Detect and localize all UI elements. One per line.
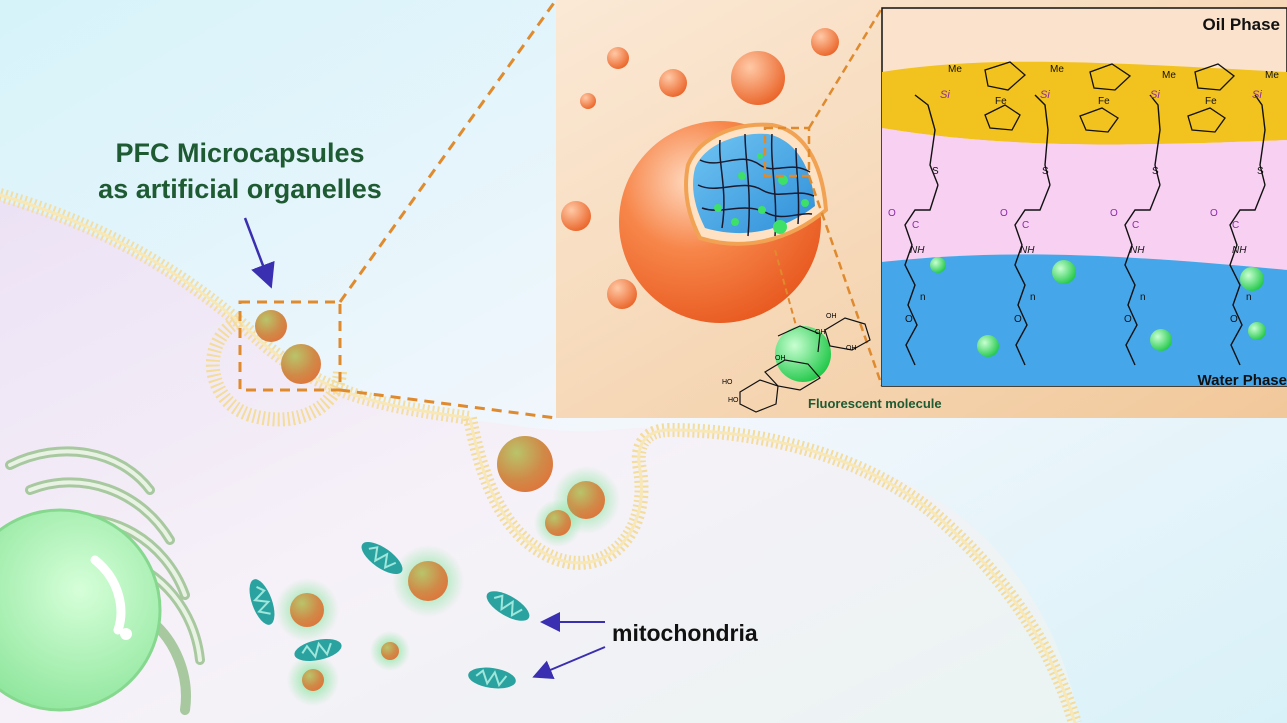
svg-text:O: O [1210,208,1218,219]
svg-text:C: C [1232,220,1239,231]
svg-text:n: n [920,292,926,303]
svg-text:OH: OH [775,355,786,362]
svg-text:NH: NH [1130,245,1145,256]
zoom-line-bottom [339,388,557,420]
svg-text:O: O [888,208,896,219]
zoom-line-top [338,0,558,303]
glowing-microcapsule [302,669,324,691]
pointer-arrow [243,217,275,289]
svg-text:NH: NH [1232,245,1247,256]
svg-text:Fe: Fe [1205,96,1217,107]
svg-text:S: S [932,166,939,177]
svg-text:Me: Me [948,64,962,75]
svg-text:O: O [1110,208,1118,219]
floating-capsules [561,28,839,309]
svg-text:O: O [905,314,913,325]
glowing-microcapsule [545,510,571,536]
svg-text:C: C [912,220,919,231]
ferrocene-units [984,61,1235,133]
mitochondrion [249,579,275,625]
fluorescent-dots [930,257,1266,357]
membrane-pocket-left [205,313,347,427]
svg-text:OH: OH [826,313,837,320]
microcapsule [281,344,321,384]
svg-text:Si: Si [1040,89,1050,101]
linker-band [882,128,1287,270]
mitochondrion [361,541,403,575]
svg-text:O: O [1014,314,1022,325]
fluorescent-molecule: OH OH OH HO HO OH [722,313,871,413]
shell-layer-panel: Me Me Me Me Si Si Si Si Fe Fe Fe S S S S… [881,7,1287,389]
svg-text:S: S [1152,166,1159,177]
svg-text:Me: Me [1162,70,1176,81]
svg-text:HO: HO [728,397,739,404]
title-line-1: PFC Microcapsules [115,138,364,168]
svg-text:HO: HO [722,379,733,386]
pointer-arrow [532,646,606,680]
svg-text:O: O [1230,314,1238,325]
svg-text:OH: OH [846,345,857,352]
svg-text:Fe: Fe [1098,96,1110,107]
svg-text:C: C [1022,220,1029,231]
svg-text:S: S [1257,166,1264,177]
svg-text:Me: Me [1265,70,1279,81]
svg-text:Si: Si [1252,89,1262,101]
mitochondrion [486,591,530,621]
svg-text:n: n [1140,292,1146,303]
svg-text:Si: Si [940,89,950,101]
microcapsule [497,436,553,492]
microcapsule-cutaway [619,121,829,323]
svg-text:Fe: Fe [995,96,1007,107]
nucleus-highlight [90,555,126,635]
fluorescent-molecule-label: Fluorescent molecule [808,396,942,411]
mitochondria-group [249,541,530,689]
mitochondrion [468,667,516,689]
svg-text:O: O [1000,208,1008,219]
svg-text:NH: NH [1020,245,1035,256]
svg-text:S: S [1042,166,1049,177]
zoom-box [238,300,342,392]
svg-text:C: C [1132,220,1139,231]
water-band [882,254,1287,386]
svg-text:Si: Si [1150,89,1160,101]
glowing-microcapsule [408,561,448,601]
mitochondrion [294,639,342,661]
microcapsule [255,310,287,342]
glowing-microcapsule [381,642,399,660]
svg-text:O: O [1124,314,1132,325]
nucleus [0,508,162,712]
water-phase-label: Water Phase [1198,372,1287,389]
oil-phase-label: Oil Phase [1203,15,1280,34]
glowing-microcapsule [290,593,324,627]
svg-text:NH: NH [910,245,925,256]
svg-text:Me: Me [1050,64,1064,75]
svg-text:OH: OH [815,329,826,336]
mitochondria-label: mitochondria [612,620,758,646]
svg-text:n: n [1246,292,1252,303]
svg-text:n: n [1030,292,1036,303]
oil-band [882,61,1287,145]
title-line-2: as artificial organelles [98,174,382,204]
shell-zoom-box [763,126,811,178]
